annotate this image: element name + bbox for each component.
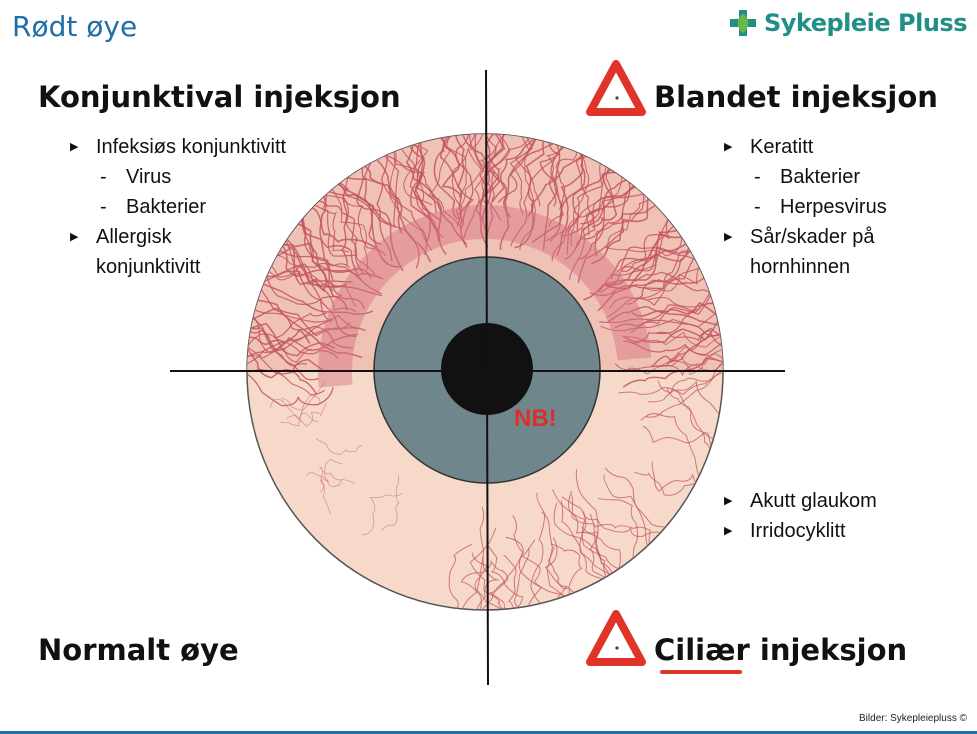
image-credit: Bilder: Sykepleiepluss © [859,713,967,724]
title-blandet: Blandet injeksjon [654,80,938,114]
bullet-triangle-icon: ▶ [70,222,96,252]
list-item: ▶Infeksiøs konjunktivitt [70,132,360,162]
nb-label: NB! [514,405,557,433]
sub-item: -Virus [70,162,360,192]
sub-item: -Bakterier [724,162,954,192]
bullet-triangle-icon: ▶ [70,132,96,162]
list-item-continuation: hornhinnen [724,252,954,282]
list-blandet: ▶Keratitt -Bakterier -Herpesvirus ▶Sår/s… [724,132,954,282]
title-underline [660,670,742,674]
list-item: ▶Sår/skader på [724,222,954,252]
bullet-triangle-icon: ▶ [724,132,750,162]
list-ciliaer: ▶Akutt glaukom ▶Irridocyklitt [724,486,954,546]
title-normalt: Normalt øye [38,633,239,667]
list-item: ▶Akutt glaukom [724,486,954,516]
list-item: ▶Keratitt [724,132,954,162]
list-konjunktival: ▶Infeksiøs konjunktivitt -Virus -Bakteri… [70,132,360,282]
list-item: ▶Irridocyklitt [724,516,954,546]
bullet-triangle-icon: ▶ [724,516,750,546]
bullet-triangle-icon: ▶ [724,222,750,252]
sub-item: -Herpesvirus [724,192,954,222]
warning-triangle-icon [586,60,646,116]
title-ciliaer: Ciliær injeksjon [654,633,907,667]
sub-item: -Bakterier [70,192,360,222]
bullet-triangle-icon: ▶ [724,486,750,516]
warning-triangle-icon [586,610,646,666]
title-konjunktival: Konjunktival injeksjon [38,80,401,114]
list-item-continuation: konjunktivitt [70,252,360,282]
list-item: ▶Allergisk [70,222,360,252]
